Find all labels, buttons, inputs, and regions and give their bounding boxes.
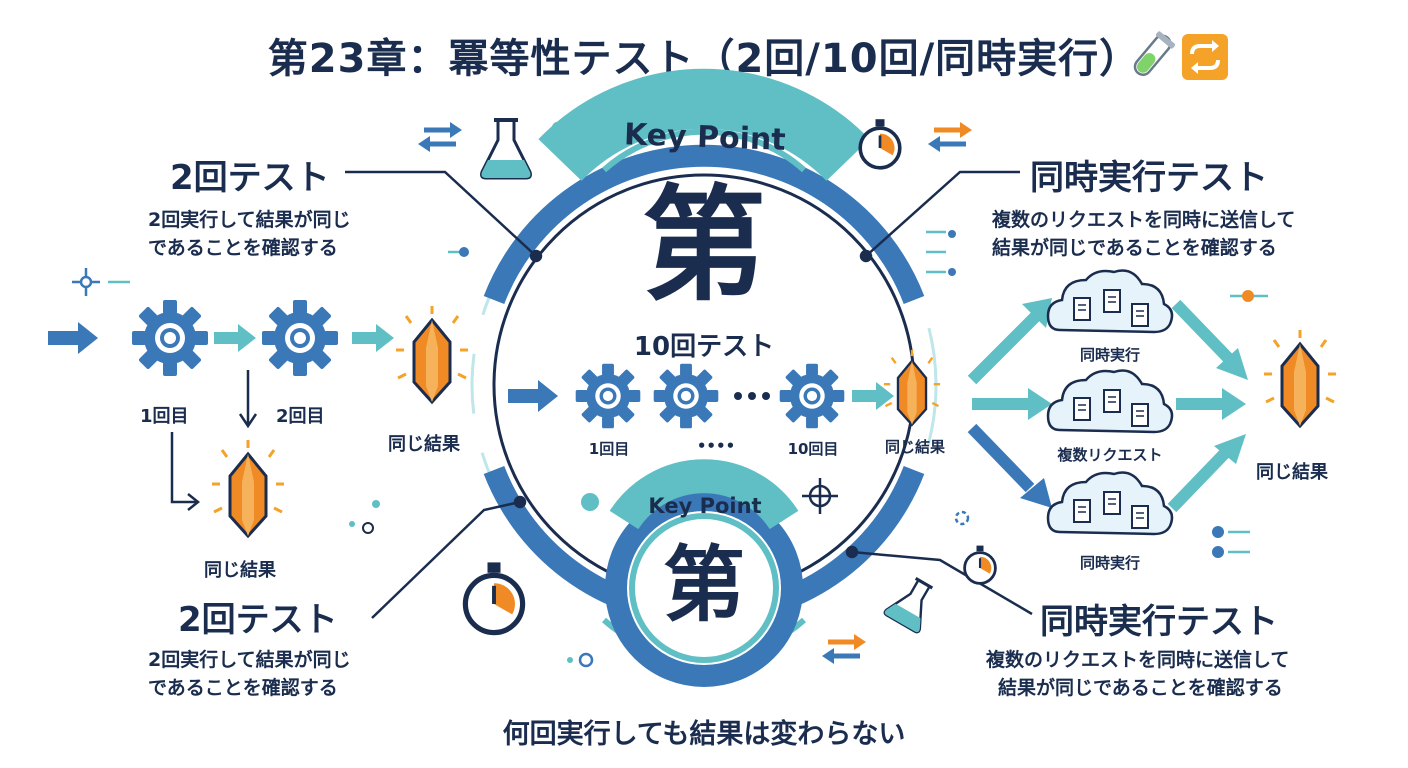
flow-arrow <box>48 322 98 354</box>
crystal-icon <box>882 348 942 426</box>
swap-arrows-icon <box>822 634 866 664</box>
gear-icon <box>653 363 719 429</box>
cloud-icon <box>1046 471 1174 536</box>
right-top-desc-1: 複数のリクエストを同時に送信して <box>992 209 1296 231</box>
chapter-glyph-top: 第 <box>641 174 766 318</box>
left-top-heading: 2回テスト <box>170 158 330 198</box>
key-point-badge-top: Key Point <box>623 117 787 158</box>
chapter-glyph-bottom: 第 <box>662 538 745 633</box>
gear-icon <box>132 300 208 376</box>
gear-icon <box>575 363 641 429</box>
flow-arrow <box>352 324 394 352</box>
right-flow <box>967 269 1338 536</box>
test-tube-icon <box>882 571 943 635</box>
crosshair-icon <box>72 268 130 296</box>
left-bottom-desc-1: 2回実行して結果が同じ <box>148 649 351 671</box>
center-flow <box>508 348 942 429</box>
right-label-cloud2: 複数リクエスト <box>1057 446 1163 464</box>
center-label-tenth: 10回目 <box>787 440 839 458</box>
left-label-first: 1回目 <box>140 406 189 427</box>
left-top-desc-2: であることを確認する <box>148 237 338 259</box>
flask-icon <box>479 118 533 180</box>
swap-arrows-icon <box>418 122 462 152</box>
stopwatch-icon <box>465 562 522 632</box>
left-bottom-heading: 2回テスト <box>178 600 338 640</box>
cloud-icon <box>1046 269 1174 334</box>
flow-arrow <box>214 324 256 352</box>
repeat-arrows-icon <box>1182 34 1228 80</box>
right-top-desc-2: 結果が同じであることを確認する <box>992 237 1277 259</box>
left-label-result-right: 同じ結果 <box>388 434 460 455</box>
right-label-result: 同じ結果 <box>1256 462 1328 483</box>
gear-icon <box>779 363 845 429</box>
left-label-result-below: 同じ結果 <box>204 560 276 581</box>
left-flow <box>48 268 470 538</box>
crystal-icon <box>394 304 470 404</box>
swap-arrows-icon <box>928 122 972 152</box>
footer-caption: 何回実行しても結果は変わらない <box>502 719 906 750</box>
center-label-first: 1回目 <box>588 440 630 458</box>
misc-dots <box>349 493 1250 668</box>
decorations <box>349 117 1268 668</box>
left-top-desc-1: 2回実行して結果が同じ <box>148 209 351 231</box>
gear-icon <box>262 300 338 376</box>
central-ring <box>470 68 938 687</box>
crystal-icon <box>1262 328 1338 428</box>
center-label-dots: •••• <box>696 437 736 455</box>
title-icons <box>1133 31 1228 80</box>
right-bottom-desc-1: 複数のリクエストを同時に送信して <box>986 649 1290 671</box>
right-top-heading: 同時実行テスト <box>1030 158 1268 198</box>
center-label-result: 同じ結果 <box>884 438 945 456</box>
connector-dots-icon <box>448 230 1268 302</box>
crosshair-icon <box>802 478 838 514</box>
leader-lines <box>345 170 1033 619</box>
stopwatch-icon <box>858 117 902 170</box>
ten-times-heading: 10回テスト <box>633 332 775 362</box>
cloud-icon <box>1046 369 1174 434</box>
flow-arrow <box>508 380 558 412</box>
right-bottom-desc-2: 結果が同じであることを確認する <box>998 677 1283 699</box>
test-tube-icon <box>1133 31 1176 76</box>
right-label-cloud1: 同時実行 <box>1079 346 1140 364</box>
key-point-badge-bottom: Key Point <box>648 494 762 518</box>
right-label-cloud3: 同時実行 <box>1079 554 1140 572</box>
left-bottom-desc-2: であることを確認する <box>148 677 338 699</box>
crystal-icon <box>210 438 286 538</box>
right-bottom-heading: 同時実行テスト <box>1040 602 1278 642</box>
stopwatch-icon <box>963 544 997 585</box>
left-label-second: 2回目 <box>276 406 325 427</box>
